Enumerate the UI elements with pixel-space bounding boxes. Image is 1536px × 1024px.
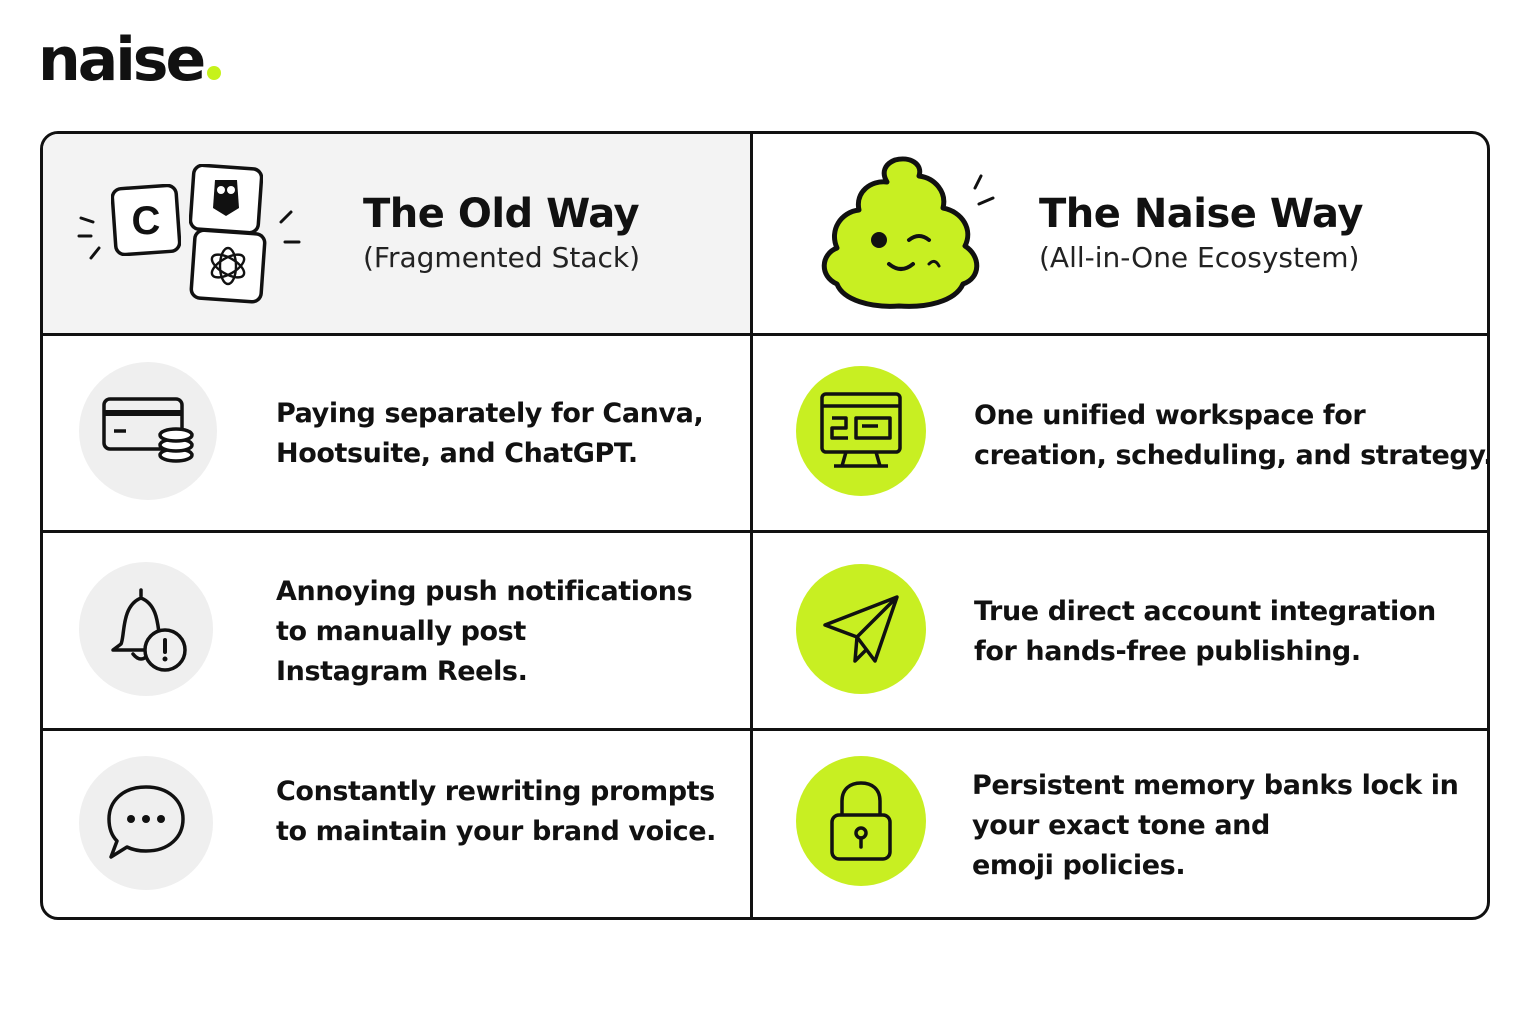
text-line: to manually post (276, 616, 526, 647)
text-line: emoji policies. (972, 850, 1186, 881)
old-way-row-2-text: Annoying push notifications to manually … (276, 572, 693, 692)
naise-way-row-3-text: Persistent memory banks lock in your exa… (972, 766, 1459, 886)
row-divider (43, 530, 1487, 533)
column-divider (750, 134, 753, 917)
chatgpt-icon (189, 228, 269, 304)
text-line: creation, scheduling, and strategy. (974, 440, 1490, 471)
brand-logo-dot (207, 66, 222, 80)
padlock-icon (796, 756, 926, 886)
text-line: Annoying push notifications (276, 576, 693, 607)
chat-bubble-icon (79, 756, 213, 890)
text-line: Persistent memory banks lock in (972, 770, 1459, 801)
paper-plane-icon (796, 564, 926, 694)
old-way-header: C The Old Way (Fragmented Stack) (43, 134, 750, 333)
naise-way-row-1-text: One unified workspace for creation, sche… (974, 396, 1490, 476)
credit-card-coins-icon (79, 362, 217, 500)
old-way-row-1-text: Paying separately for Canva, Hootsuite, … (276, 394, 704, 474)
brand-logo: naise (38, 30, 222, 90)
text-line: to maintain your brand voice. (276, 816, 716, 847)
naise-way-header: The Naise Way (All-in-One Ecosystem) (753, 134, 1487, 333)
text-line: Hootsuite, and ChatGPT. (276, 438, 638, 469)
bell-alert-icon (79, 562, 213, 696)
old-way-title: The Old Way (363, 191, 640, 237)
canva-icon: C (111, 184, 181, 256)
row-divider (43, 333, 1487, 336)
monitor-workspace-icon (796, 366, 926, 496)
naise-way-subtitle: (All-in-One Ecosystem) (1039, 241, 1360, 274)
old-way-row-3-text: Constantly rewriting prompts to maintain… (276, 772, 716, 852)
naise-way-row-2-text: True direct account integration for hand… (974, 592, 1436, 672)
text-line: One unified workspace for (974, 400, 1366, 431)
text-line: Instagram Reels. (276, 656, 528, 687)
naise-way-title: The Naise Way (1039, 191, 1363, 237)
app-icons-cluster (73, 160, 313, 305)
text-line: Constantly rewriting prompts (276, 776, 715, 807)
brand-name: naise (38, 25, 206, 95)
old-way-subtitle: (Fragmented Stack) (363, 241, 641, 274)
svg-text:C: C (132, 199, 161, 243)
row-divider (43, 728, 1487, 731)
text-line: Paying separately for Canva, (276, 398, 704, 429)
hootsuite-icon (189, 164, 263, 236)
text-line: True direct account integration (974, 596, 1436, 627)
text-line: for hands-free publishing. (974, 636, 1361, 667)
text-line: your exact tone and (972, 810, 1270, 841)
comparison-table: C The Old Way (Fragmented Stack) The Nai… (40, 131, 1490, 920)
winking-mascot-icon (815, 152, 1005, 312)
